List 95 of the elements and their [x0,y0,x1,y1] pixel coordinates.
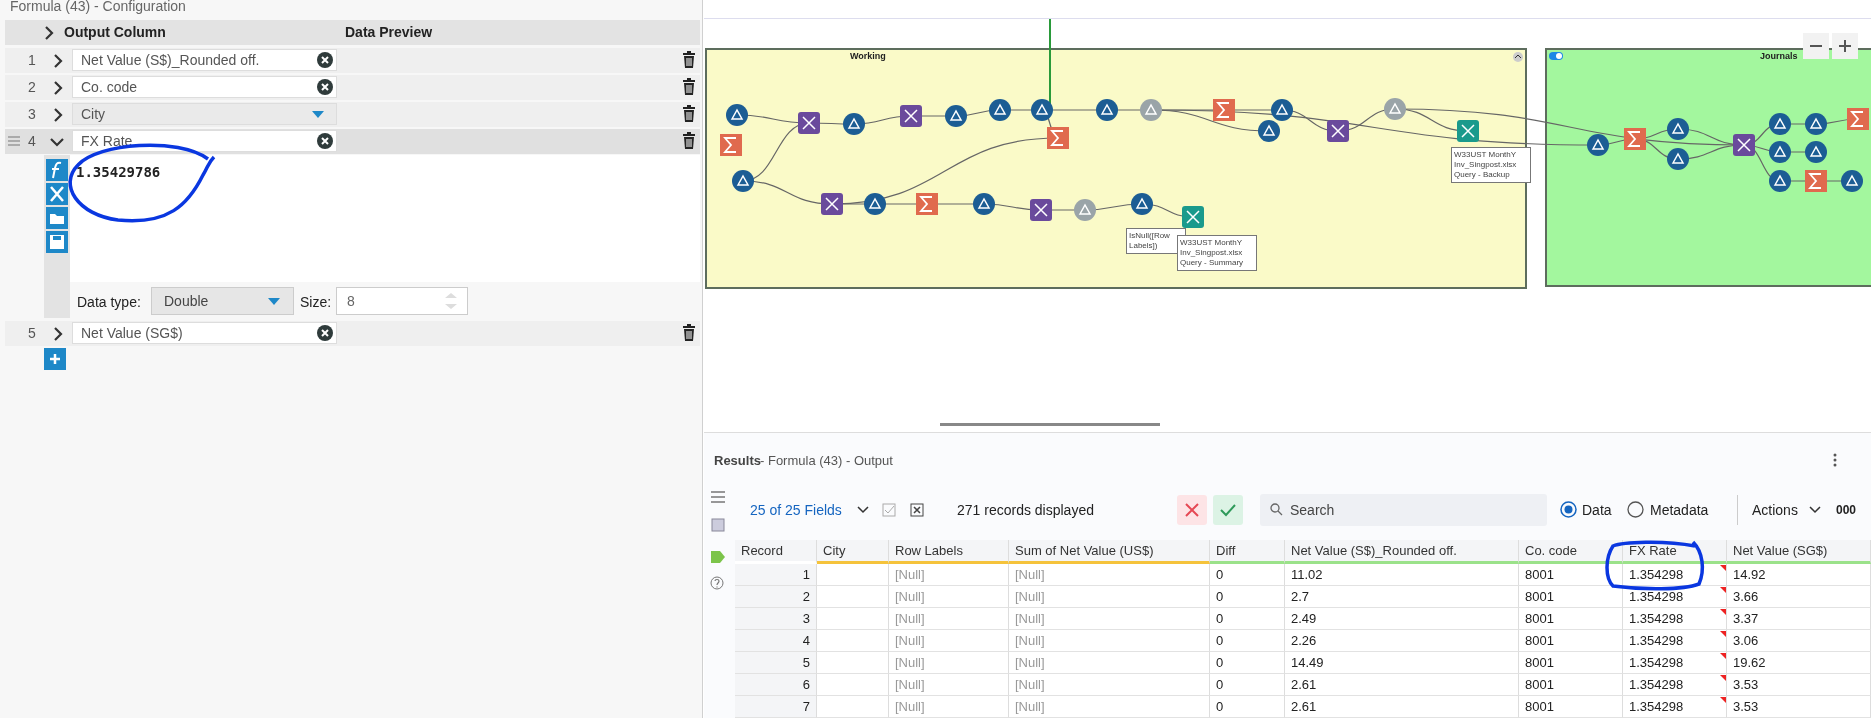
table-cell: [Null] [889,674,1009,696]
table-cell: 1.354298 [1623,608,1727,630]
table-cell: [Null] [889,564,1009,586]
toolbar-text: 000 [1836,503,1857,517]
table-cell: 14.49 [1285,652,1519,674]
column-header-cell: Row Labels [889,540,1009,564]
table-cell: [Null] [889,608,1009,630]
table-cell: 8001 [1519,652,1623,674]
input-field: Co. code [72,76,337,98]
table-cell: 2.49 [1285,608,1519,630]
table-cell: 0 [1210,674,1285,696]
table-cell: 3.37 [1727,608,1871,630]
table-cell: 2.7 [1285,586,1519,608]
table-cell: 8001 [1519,608,1623,630]
comment-box: W33UST MonthY Inv_Singpost.xlsx Query - Summary [1177,235,1257,271]
row-number: 4 [28,133,36,149]
dropdown-field: City [72,103,337,125]
row-number: 2 [28,79,36,95]
table-cell: 4 [735,630,817,652]
table-cell: 0 [1210,608,1285,630]
field-selector-link: 25 of 25 Fields [750,502,842,518]
column-header-cell: Diff [1210,540,1285,564]
table-cell: 2 [735,586,817,608]
table-cell: 1.354298 [1623,674,1727,696]
container-title: Journals [1760,51,1798,61]
table-cell: [Null] [889,586,1009,608]
table-cell: 6 [735,674,817,696]
table-cell: [Null] [1009,564,1210,586]
table-cell: 1.354298 [1623,630,1727,652]
search-field: Search [1260,494,1547,526]
number-field: 8 [336,287,468,315]
row-number: 3 [28,106,36,122]
table-cell: [Null] [889,696,1009,718]
column-header-cell: Record [735,540,817,564]
table-cell: 0 [1210,564,1285,586]
table-cell: [Null] [1009,652,1210,674]
input-field: FX Rate [72,130,337,152]
dropdown-field: Double [151,287,294,315]
table-cell: [Null] [1009,696,1210,718]
table-cell: 0 [1210,696,1285,718]
column-header: Output Column [64,24,166,40]
table-cell: 1 [735,564,817,586]
column-header-cell: Net Value (SG$) [1727,540,1871,564]
panel-title: Results [714,453,761,468]
column-header-cell: City [817,540,889,564]
table-cell: 3.66 [1727,586,1871,608]
table-cell: [Null] [1009,586,1210,608]
table-cell: 14.92 [1727,564,1871,586]
table-cell: 19.62 [1727,652,1871,674]
column-header-cell: Co. code [1519,540,1623,564]
radio-label: Metadata [1650,502,1709,518]
field-label: Data type: [77,294,141,310]
panel-subtitle: - Formula (43) - Output [760,453,893,468]
comment-box: W33UST MonthY Inv_Singpost.xlsx Query - Backup [1451,147,1531,183]
table-cell: 2.61 [1285,696,1519,718]
row-number: 1 [28,52,36,68]
table-cell: 3.53 [1727,674,1871,696]
record-count: 271 records displayed [957,502,1094,518]
table-cell: 0 [1210,630,1285,652]
table-cell: 3.06 [1727,630,1871,652]
table-cell: 1.354298 [1623,652,1727,674]
input-field: Net Value (S$)_Rounded off. [72,49,337,71]
table-cell: [Null] [1009,674,1210,696]
expression-text: 1.35429786 [76,164,161,180]
actions-menu: Actions [1752,502,1798,518]
table-cell: 1.354298 [1623,586,1727,608]
radio-label: Data [1582,502,1612,518]
table-cell: 1.354298 [1623,696,1727,718]
column-header-cell: Net Value (S$)_Rounded off. [1285,540,1519,564]
table-cell: 2.61 [1285,674,1519,696]
column-header: Data Preview [345,24,433,40]
table-cell: 8001 [1519,674,1623,696]
table-cell: 5 [735,652,817,674]
table-cell: 8001 [1519,564,1623,586]
table-cell: [Null] [889,630,1009,652]
row-number: 5 [28,325,36,341]
table-cell: 8001 [1519,630,1623,652]
table-cell: 8001 [1519,696,1623,718]
table-cell: 3 [735,608,817,630]
column-header-cell: Sum of Net Value (US$) [1009,540,1210,564]
table-cell: [Null] [1009,630,1210,652]
table-cell: 1.354298 [1623,564,1727,586]
table-cell: 0 [1210,652,1285,674]
container-title: Working [850,51,886,61]
table-cell: 11.02 [1285,564,1519,586]
input-field: Net Value (SG$) [72,322,337,344]
table-cell: 0 [1210,586,1285,608]
table-cell: [Null] [1009,608,1210,630]
panel-title: Formula (43) - Configuration [10,0,186,12]
table-cell: 8001 [1519,586,1623,608]
table-cell: [Null] [889,652,1009,674]
table-cell: 7 [735,696,817,718]
table-cell: 2.26 [1285,630,1519,652]
field-label: Size: [300,294,332,310]
table-cell: 3.53 [1727,696,1871,718]
